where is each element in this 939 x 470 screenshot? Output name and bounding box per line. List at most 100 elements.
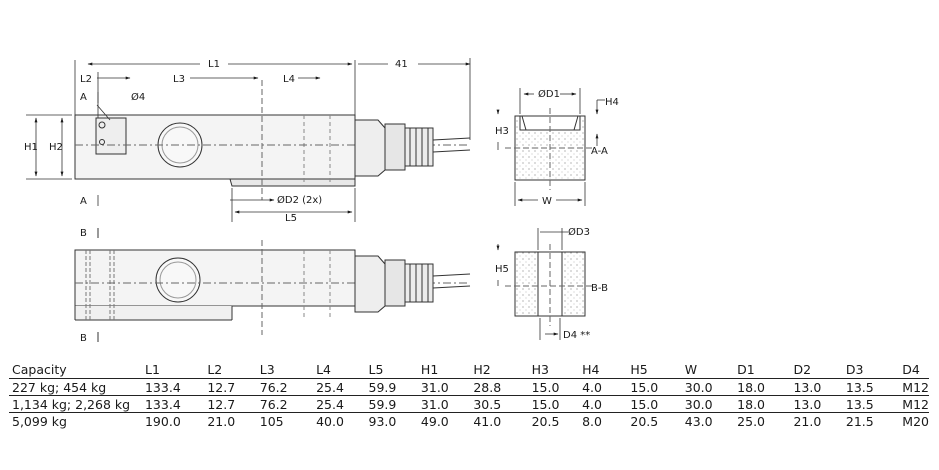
- cell-l2: 12.7: [204, 395, 257, 413]
- cell-w: 30.0: [681, 378, 735, 396]
- cell-l5: 59.9: [365, 395, 418, 413]
- cell-w: 30.0: [681, 395, 735, 413]
- cell-w: 43.0: [684, 413, 713, 429]
- cell-d3: 21.5: [845, 413, 874, 429]
- label-l4: L4: [283, 74, 295, 85]
- cell-h4: 8.0: [582, 413, 602, 429]
- cell-h2: 30.5: [470, 395, 529, 413]
- cell-l4: 25.4: [313, 395, 366, 413]
- table-header-row: Capacity L1 L2 L3 L4 L5 H1 H2 H3 H4 H5 W…: [9, 361, 929, 379]
- label-d3: ØD3: [568, 226, 590, 238]
- col-d4: D4: [899, 361, 929, 379]
- cell-h1: 31.0: [417, 378, 471, 396]
- side-view-bottom: [74, 228, 471, 342]
- col-h2: H2: [470, 361, 529, 379]
- col-l3: L3: [256, 361, 314, 379]
- cell-h4: 4.0: [579, 378, 628, 396]
- cell-l3: 105: [259, 413, 284, 429]
- cell-h5: 20.5: [630, 413, 659, 429]
- col-l4: L4: [313, 361, 366, 379]
- label-d1: ØD1: [538, 88, 560, 100]
- cell-h1: 49.0: [420, 413, 449, 429]
- cell-h4: 4.0: [579, 395, 628, 413]
- cell-capacity: 5,099 kg: [12, 413, 67, 429]
- cell-h5: 15.0: [627, 378, 682, 396]
- cell-d4: M12: [899, 395, 929, 413]
- cell-l4: 40.0: [316, 413, 344, 429]
- label-a-top: A: [80, 92, 87, 103]
- label-l2: L2: [80, 74, 92, 85]
- cell-capacity: 1,134 kg; 2,268 kg: [9, 395, 142, 413]
- col-capacity: Capacity: [9, 361, 142, 379]
- section-b-b-labels: ØD3 H5 B-B D4 **: [495, 226, 608, 341]
- label-d2: ØD2 (2x): [277, 194, 322, 206]
- cell-l5: 59.9: [365, 378, 418, 396]
- label-41: 41: [395, 59, 408, 70]
- section-b-b: [496, 228, 595, 340]
- section-a-a: [496, 88, 605, 206]
- cell-d2: 21.0: [793, 413, 822, 429]
- cell-l3: 76.2: [256, 395, 314, 413]
- cell-h1: 31.0: [417, 395, 471, 413]
- cell-h2: 28.8: [470, 378, 529, 396]
- col-h4: H4: [579, 361, 628, 379]
- cell-d2: 13.0: [790, 378, 843, 396]
- col-h5: H5: [627, 361, 682, 379]
- label-section-a-a: A-A: [591, 146, 608, 157]
- side-view-top: [74, 80, 471, 200]
- cell-l5: 93.0: [368, 413, 397, 429]
- col-d1: D1: [734, 361, 791, 379]
- cell-d4: M12: [899, 378, 929, 396]
- cell-d2: 13.0: [790, 395, 843, 413]
- cell-l4: 25.4: [313, 378, 366, 396]
- col-d2: D2: [790, 361, 843, 379]
- label-hole-4: Ø4: [131, 91, 145, 103]
- top-dimensions: [26, 58, 471, 222]
- label-h5: H5: [495, 264, 509, 275]
- label-h1: H1: [24, 142, 38, 153]
- label-d4: D4 **: [563, 330, 590, 341]
- cell-h3: 15.0: [528, 395, 580, 413]
- label-b-bottom: B: [80, 333, 87, 344]
- label-b-top: B: [80, 228, 87, 239]
- label-section-b-b: B-B: [591, 283, 608, 294]
- cell-d1: 18.0: [734, 395, 791, 413]
- col-l5: L5: [365, 361, 418, 379]
- cell-l1: 190.0: [144, 413, 181, 429]
- label-l1: L1: [208, 59, 220, 70]
- label-h4: H4: [605, 97, 619, 108]
- cell-d3: 13.5: [842, 395, 900, 413]
- label-l3: L3: [173, 74, 185, 85]
- label-a-bottom: A: [80, 196, 87, 207]
- label-h3: H3: [495, 126, 509, 137]
- top-labels: L1 41 L2 L3 L4 A Ø4 H1 H2 A ØD2 (2x) L5: [24, 59, 408, 224]
- table-row: 227 kg; 454 kg 133.4 12.7 76.2 25.4 59.9…: [9, 378, 929, 396]
- load-cell-drawing: L1 41 L2 L3 L4 A Ø4 H1 H2 A ØD2 (2x) L5: [24, 58, 619, 344]
- cell-h5: 15.0: [627, 395, 682, 413]
- cell-l2: 21.0: [207, 413, 236, 429]
- cell-d1: 25.0: [737, 413, 766, 429]
- cell-d1: 18.0: [734, 378, 791, 396]
- label-l5: L5: [285, 213, 297, 224]
- col-l2: L2: [204, 361, 257, 379]
- col-w: W: [681, 361, 735, 379]
- label-w: W: [542, 196, 552, 207]
- cell-h3: 15.0: [528, 378, 580, 396]
- col-l1: L1: [141, 361, 205, 379]
- col-h1: H1: [417, 361, 471, 379]
- table-row: 5,099 kg 190.0 21.0 105 40.0 93.0 49.0 4…: [9, 413, 929, 430]
- cell-d4: M20: [902, 413, 929, 429]
- cell-capacity: 227 kg; 454 kg: [9, 378, 142, 396]
- section-a-a-labels: ØD1 H4 H3 A-A W: [495, 88, 619, 207]
- label-h2: H2: [49, 142, 63, 153]
- col-d3: D3: [842, 361, 900, 379]
- cell-l1: 133.4: [141, 378, 205, 396]
- cell-l1: 133.4: [141, 395, 205, 413]
- dimensions-table: Capacity L1 L2 L3 L4 L5 H1 H2 H3 H4 H5 W…: [9, 361, 929, 429]
- cell-h2: 41.0: [473, 413, 502, 429]
- col-h3: H3: [528, 361, 580, 379]
- cell-l3: 76.2: [256, 378, 314, 396]
- cell-l2: 12.7: [204, 378, 257, 396]
- bottom-labels: B B: [80, 228, 87, 344]
- cell-h3: 20.5: [531, 413, 560, 429]
